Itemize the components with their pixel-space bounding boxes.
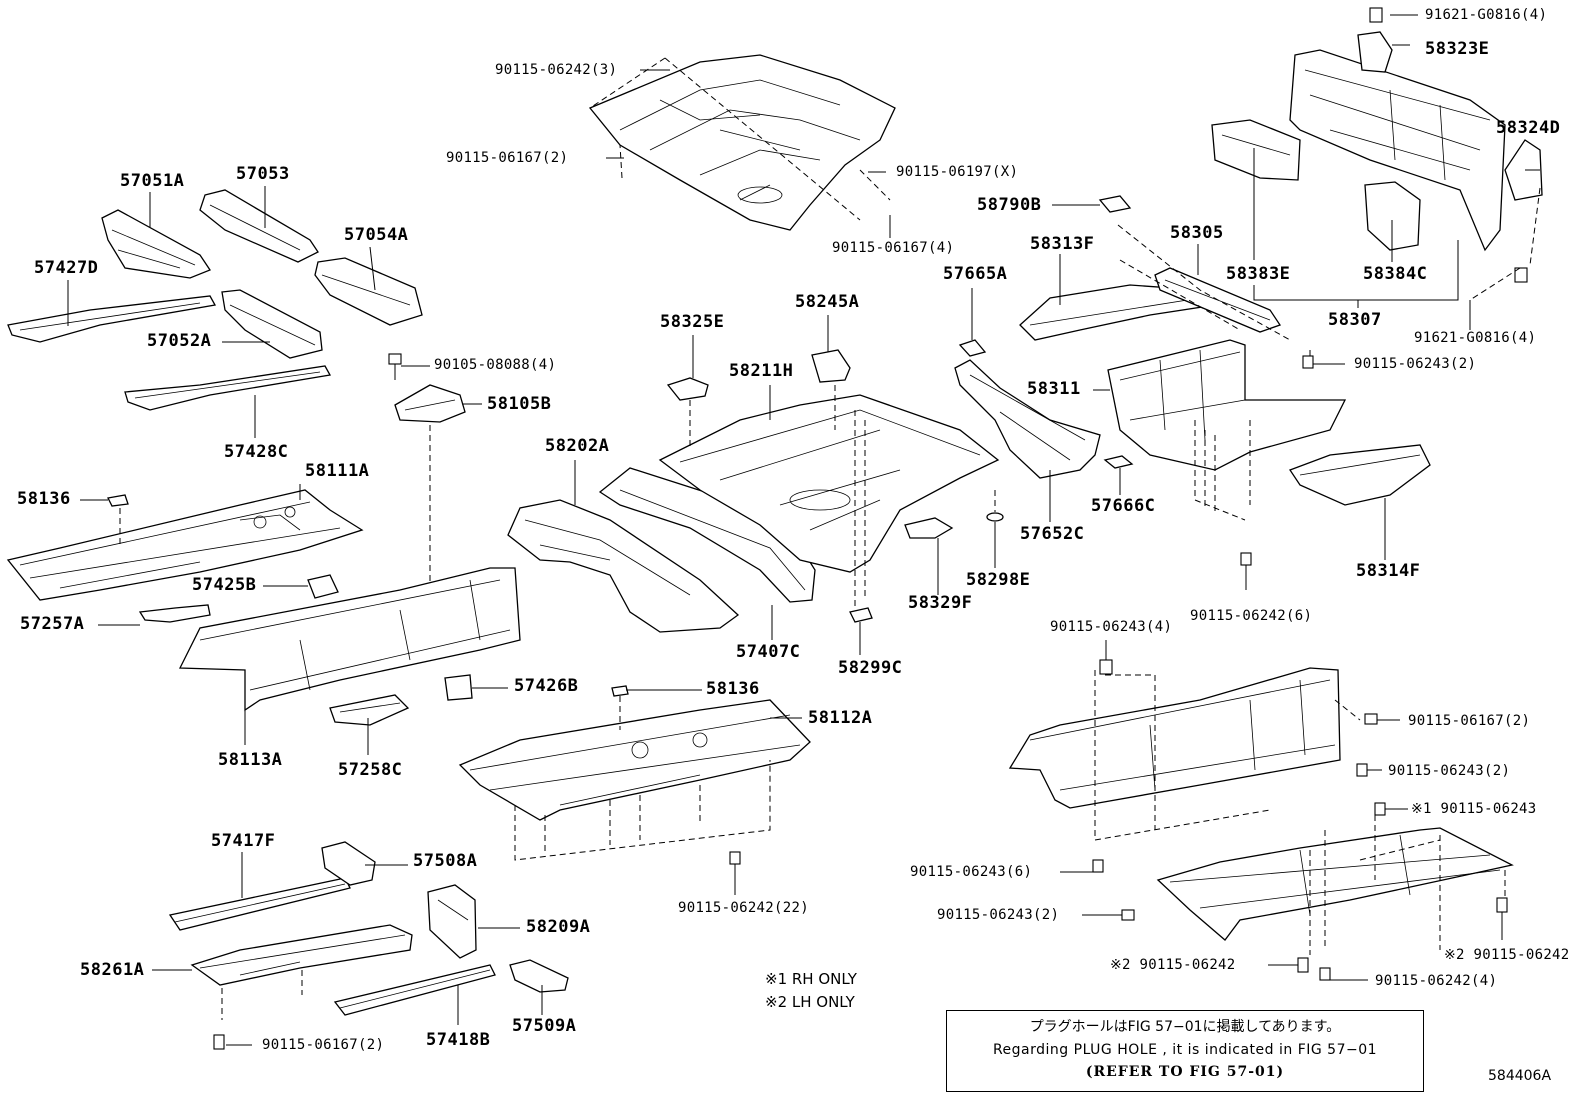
part-label-58307: 58307 [1328,310,1382,330]
note-lh-only: ※2 LH ONLY [765,993,855,1011]
part-label-57258C: 57258C [338,760,403,780]
part-label-57508A: 57508A [413,851,478,871]
part-label-57425B: 57425B [192,575,257,595]
fastener-label-f5: 90105-08088(4) [434,357,557,373]
fastener-label-f8: 90115-06243(2) [1354,356,1477,372]
part-label-57257A: 57257A [20,614,85,634]
part-label-58211H: 58211H [729,361,794,381]
part-label-58384C: 58384C [1363,264,1428,284]
part-label-57051A: 57051A [120,171,185,191]
fastener-label-f18: ※2 90115-06242 [1110,957,1236,973]
fastener-label-f15: 90115-06243(2) [937,907,1060,923]
floor-58112A [458,685,811,895]
part-label-57428C: 57428C [224,442,289,462]
part-label-58299C: 58299C [838,658,903,678]
fastener-label-f13: ※1 90115-06243 [1411,801,1537,817]
fastener-label-f6: 91621-G0816(4) [1425,7,1548,23]
part-label-58298E: 58298E [966,570,1031,590]
fastener-label-f16: ※2 90115-06242 [1444,947,1570,963]
part-label-58112A: 58112A [808,708,873,728]
fastener-label-f19: 90115-06242(22) [678,900,809,916]
part-label-57418B: 57418B [426,1030,491,1050]
part-label-58311: 58311 [1027,379,1081,399]
part-label-58261A: 58261A [80,960,145,980]
part-label-58790B: 58790B [977,195,1042,215]
part-label-58113A: 58113A [218,750,283,770]
part-label-58324D: 58324D [1496,118,1561,138]
part-label-57054A: 57054A [344,225,409,245]
rear-floor-pan [1008,659,1514,981]
left-rail-parts [7,189,423,411]
part-label-58329F: 58329F [908,593,973,613]
fastener-label-f1: 90115-06242(3) [495,62,618,78]
front-floor-pan [588,54,896,231]
floor-58111A [6,489,364,601]
fastener-label-f9: 90115-06242(6) [1190,608,1313,624]
fastener-label-f4: 90115-06167(4) [832,240,955,256]
fastener-label-f3: 90115-06197(X) [896,164,1019,180]
fastener-label-f2: 90115-06167(2) [446,150,569,166]
part-label-57509A: 57509A [512,1016,577,1036]
part-label-58314F: 58314F [1356,561,1421,581]
bracket-58105B [388,353,466,590]
part-label-58325E: 58325E [660,312,725,332]
note-rh-only: ※1 RH ONLY [765,970,857,988]
plug-hole-notice: プラグホールはFIG 57−01に掲載してあります。 Regarding PLU… [946,1010,1424,1092]
part-label-58245A: 58245A [795,292,860,312]
part-label-57052A: 57052A [147,331,212,351]
part-label-58323E: 58323E [1425,39,1490,59]
fastener-label-f17: 90115-06242(4) [1375,973,1498,989]
notice-line-japanese: プラグホールはFIG 57−01に掲載してあります。 [1029,1019,1341,1035]
part-label-57665A: 57665A [943,264,1008,284]
tunnel-58113A [138,567,521,726]
rocker-section [168,841,569,1050]
fastener-label-f20: 90115-06167(2) [262,1037,385,1053]
part-label-57652C: 57652C [1020,524,1085,544]
notice-line-refer: (REFER TO FIG 57-01) [1085,1064,1285,1080]
part-label-57407C: 57407C [736,642,801,662]
part-label-58202A: 58202A [545,436,610,456]
part-label-58209A: 58209A [526,917,591,937]
part-label-58105B: 58105B [487,394,552,414]
part-label-58111A: 58111A [305,461,370,481]
part-label-57666C: 57666C [1091,496,1156,516]
notice-line-english: Regarding PLUG HOLE , it is indicated in… [992,1042,1378,1058]
part-label-58383E: 58383E [1226,264,1291,284]
part-label-58136-left: 58136 [17,489,71,509]
fastener-label-f12: 90115-06243(2) [1388,763,1511,779]
rear-panel-section [1211,7,1543,301]
part-label-57053: 57053 [236,164,290,184]
figure-id: 584406A [1488,1068,1552,1084]
fastener-label-f10: 90115-06243(4) [1050,619,1173,635]
part-label-58305: 58305 [1170,223,1224,243]
part-label-57417F: 57417F [211,831,276,851]
part-label-57427D: 57427D [34,258,99,278]
part-label-57426B: 57426B [514,676,579,696]
part-label-58313F: 58313F [1030,234,1095,254]
part-label-58136-center: 58136 [706,679,760,699]
rear-floor-section [954,195,1431,590]
fastener-label-f7: 91621-G0816(4) [1414,330,1537,346]
fastener-label-f14: 90115-06243(6) [910,864,1033,880]
fastener-label-f11: 90115-06167(2) [1408,713,1531,729]
leader-lines [67,14,1503,1046]
center-floor-section [507,349,1004,633]
